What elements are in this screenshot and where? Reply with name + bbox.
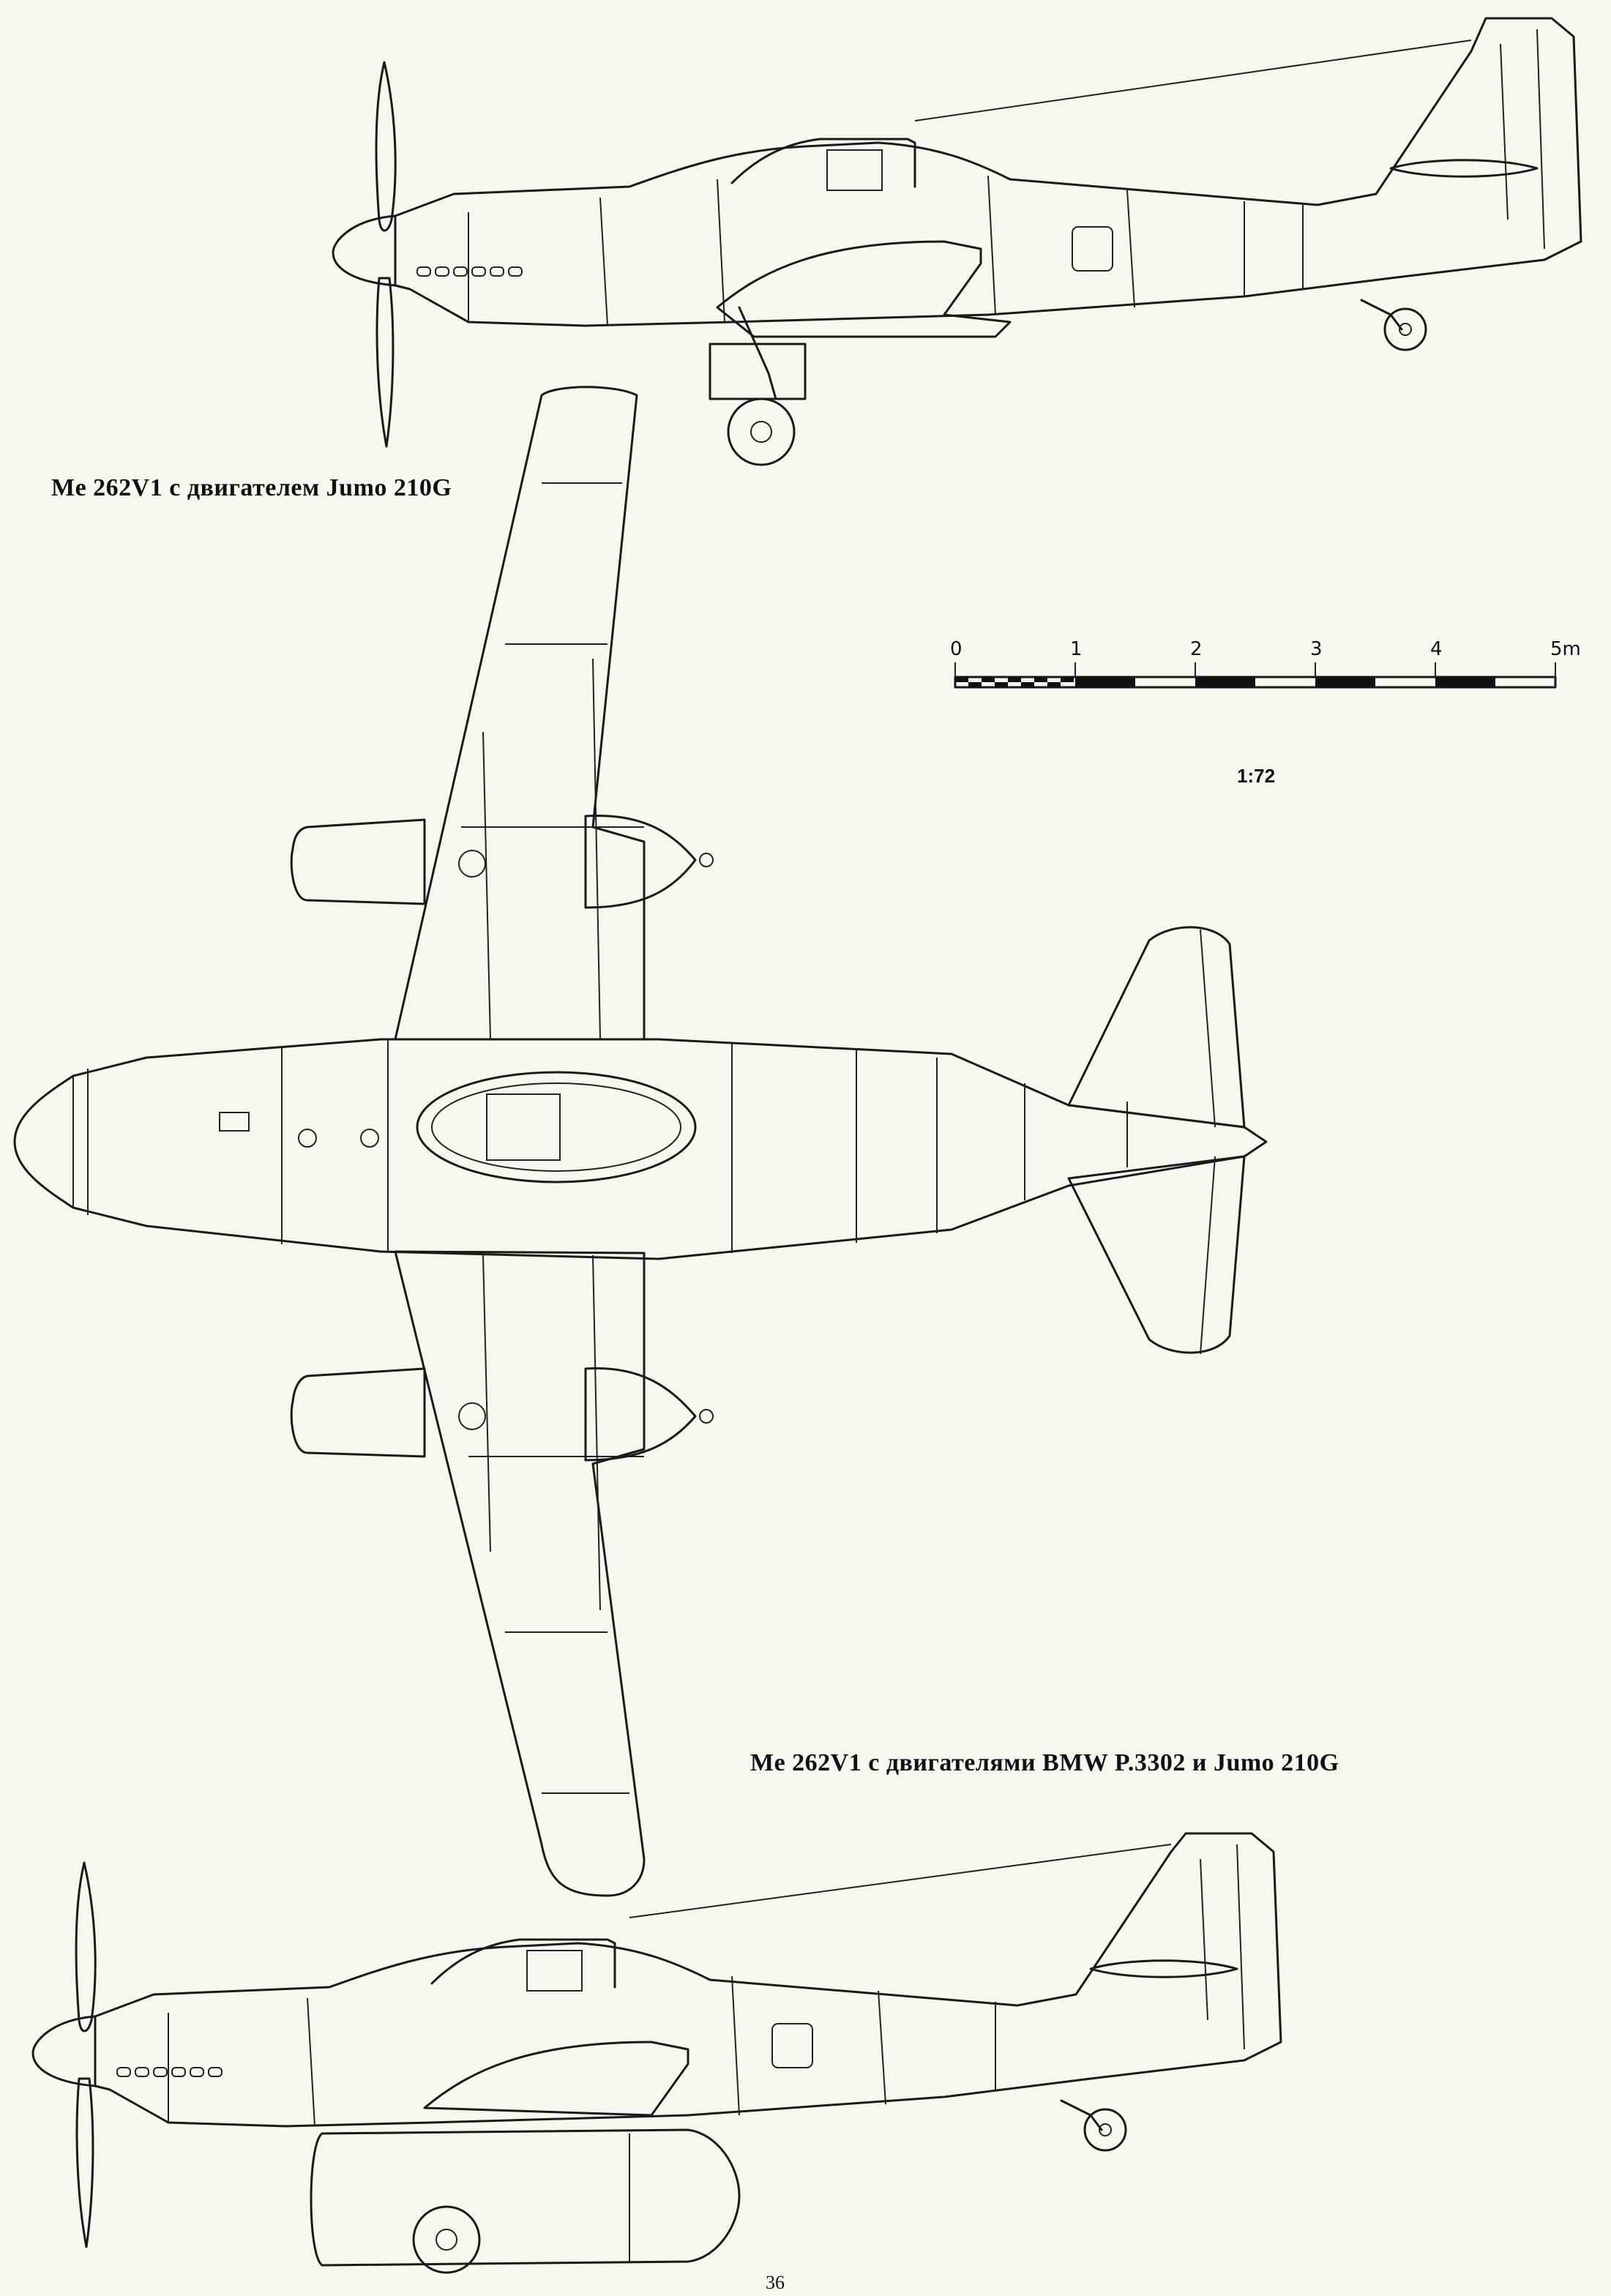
tailplane-side-2 xyxy=(1089,1959,1238,1978)
tailplane-side xyxy=(1389,159,1539,178)
page-number: 36 xyxy=(766,2272,785,2293)
exhaust-stubs xyxy=(416,266,523,277)
gear-strut xyxy=(738,306,777,400)
spinner-2 xyxy=(31,2015,97,2087)
engine-nacelle-upper-rear xyxy=(290,818,426,905)
gear-door xyxy=(709,343,807,400)
fuselage-side-2 xyxy=(94,1832,1282,2128)
tail-wheel-side-2 xyxy=(1083,2108,1127,2152)
engine-nacelle-lower-front xyxy=(584,1367,697,1462)
access-panel xyxy=(1072,226,1113,272)
canopy-plan xyxy=(416,1071,697,1183)
tailplane-upper xyxy=(1067,926,1246,1129)
tail-wheel-side xyxy=(1383,307,1427,351)
jet-nacelle-side xyxy=(310,2128,741,2267)
fuselage-side xyxy=(394,17,1582,327)
plan-view xyxy=(13,386,1268,1897)
rudder-line xyxy=(1536,29,1545,250)
canopy-2 xyxy=(430,1938,616,1989)
propeller-blade-upper xyxy=(375,61,397,232)
scale-tick-3: 3 xyxy=(1310,638,1323,660)
main-wheel-side-2 xyxy=(412,2205,481,2274)
wing-root-side-2 xyxy=(423,2041,689,2117)
propeller-blade-upper-2 xyxy=(75,1861,97,2033)
scale-ratio: 1:72 xyxy=(1237,765,1276,787)
canopy xyxy=(730,138,916,188)
fin-line xyxy=(1500,43,1509,220)
plan-panel-lines xyxy=(281,1039,1128,1253)
scale-tick-1: 1 xyxy=(1070,638,1083,660)
scale-bar xyxy=(954,662,1557,689)
cockpit-plan xyxy=(486,1093,561,1161)
main-wheel-side xyxy=(727,397,796,466)
panel-lines xyxy=(468,175,1304,326)
antenna-wire xyxy=(914,40,1472,121)
lower-wing xyxy=(394,1250,646,1897)
side-view-bmw xyxy=(31,1832,1282,2274)
propeller-blade-lower-2 xyxy=(75,2077,94,2248)
engine-nacelle-lower-rear xyxy=(290,1367,426,1458)
upper-wing xyxy=(394,386,646,1041)
scale-tick-5: 5m xyxy=(1550,638,1581,660)
wing-root-side xyxy=(716,240,1012,338)
caption-bottom-view: Me 262V1 с двигателями BMW P.3302 и Jumo… xyxy=(750,1749,1339,1776)
engine-nacelle-upper-front xyxy=(584,814,697,909)
side-view-jumo xyxy=(332,17,1582,466)
scale-tick-4: 4 xyxy=(1430,638,1443,660)
propeller-blade-lower xyxy=(375,277,395,448)
tailplane-lower xyxy=(1067,1155,1246,1354)
tailwheel-strut xyxy=(1360,299,1403,331)
caption-top-view: Me 262V1 с двигателем Jumo 210G xyxy=(51,474,452,501)
exhaust-stubs-2 xyxy=(116,2067,223,2077)
fuselage-plan xyxy=(13,1038,1268,1260)
scale-tick-2: 2 xyxy=(1190,638,1203,660)
scale-tick-0: 0 xyxy=(950,638,963,660)
canopy-window xyxy=(826,149,883,191)
spinner xyxy=(332,214,397,287)
